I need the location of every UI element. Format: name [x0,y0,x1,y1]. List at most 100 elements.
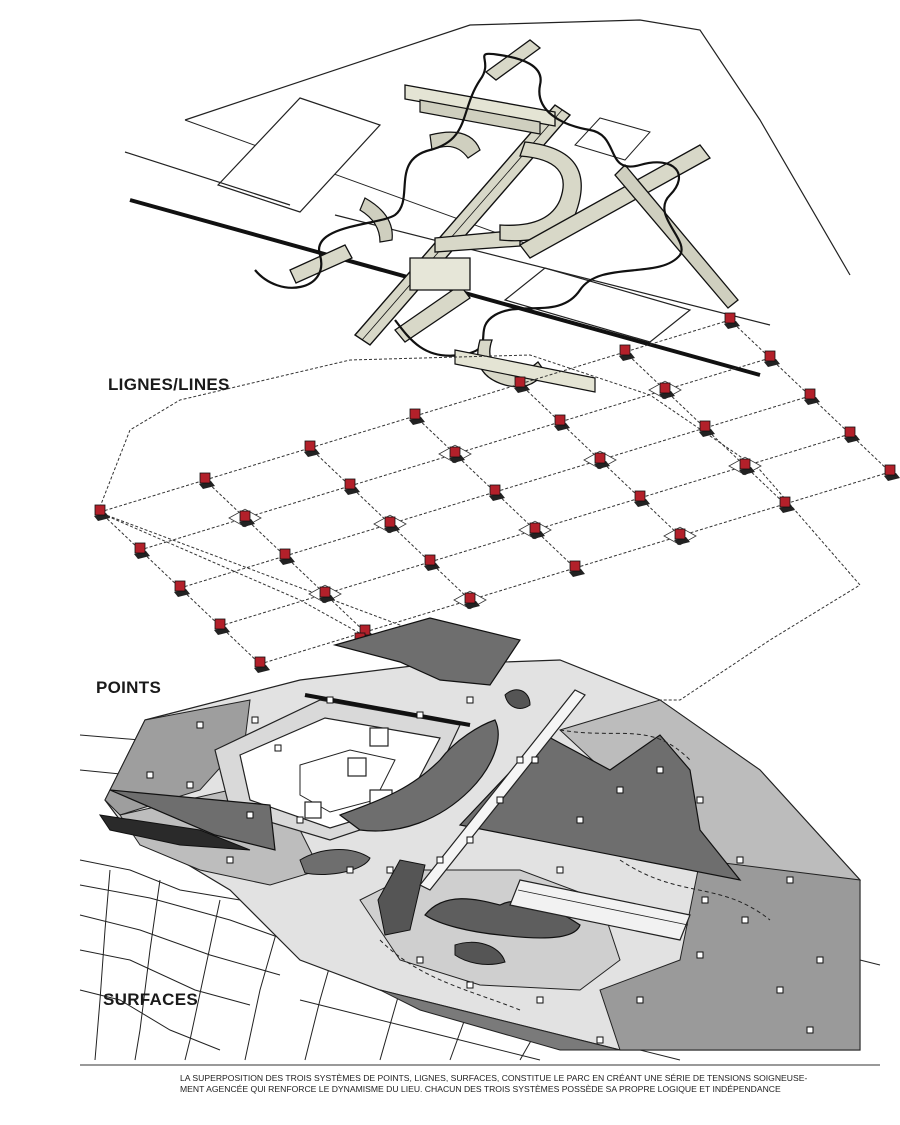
surface-folly-marker [416,711,424,719]
surfaces-path-2 [379,939,521,1011]
surfaces-block-1 [369,727,389,747]
surfaces-alley [419,689,586,891]
surfaces-dark-top [332,617,521,686]
lines-thin-1 [124,151,291,206]
folly [554,414,570,431]
surfaces-path-1 [559,729,691,761]
points-layer [94,312,900,701]
points-follies [94,312,900,699]
surfaces-path-3 [619,859,771,921]
lines-rect-top [574,117,651,161]
folly [674,528,690,545]
lines-rect-left [216,97,382,213]
surface-folly-marker [516,756,524,764]
surfaces-block-2 [347,757,367,777]
surface-folly-marker [466,696,474,704]
surface-folly-marker [596,1036,604,1044]
folly [884,464,900,481]
folly [304,440,320,457]
folly [279,548,295,565]
folly [199,472,215,489]
folly [699,420,715,437]
surfaces-light-strip [509,879,691,941]
folly [514,376,530,393]
folly [239,510,255,527]
surface-folly-marker [246,811,254,819]
folly [344,478,360,495]
surface-folly-marker [536,996,544,1004]
surfaces-dark-strip [377,859,426,936]
surface-folly-marker [296,816,304,824]
lines-site-outline [184,19,851,276]
lines-bar-b [419,99,541,135]
surfaces-dark-curve-center [338,719,499,832]
folly [384,516,400,533]
folly [659,382,675,399]
surfaces-zone-bottom [379,989,621,1051]
folly [449,446,465,463]
surface-folly-marker [326,696,334,704]
surface-folly-marker [436,856,444,864]
folly [594,452,610,469]
surface-folly-marker [696,951,704,959]
surface-folly-marker [466,836,474,844]
surface-folly-marker [416,956,424,964]
lines-bar-c [484,39,542,81]
surfaces-dark-sliver [98,814,251,851]
lines-promenade [254,52,683,357]
surface-folly-marker [736,856,744,864]
caption: LA SUPERPOSITION DES TROIS SYSTÈMES DE P… [180,1073,807,1095]
surface-folly-marker [556,866,564,874]
folly [319,586,335,603]
lines-curve-arc [499,141,582,242]
surface-folly-marker [576,816,584,824]
surfaces-folly-markers [146,696,824,1044]
label-points: POINTS [96,678,162,697]
surface-folly-marker [786,876,794,884]
surfaces-dark-triangle-right [458,734,742,881]
surface-folly-marker [776,986,784,994]
folly [779,496,795,513]
lines-bar-f [409,257,471,291]
surface-folly-marker [531,756,539,764]
surface-folly-marker [696,796,704,804]
surface-folly-marker [496,796,504,804]
surface-folly-marker [741,916,749,924]
surface-folly-marker [274,744,282,752]
surface-folly-marker [196,721,204,729]
folly [529,522,545,539]
surface-folly-marker [226,856,234,864]
folly [569,560,585,577]
surface-folly-marker [346,866,354,874]
lines-thin-2 [334,214,771,326]
folly [254,656,270,673]
surfaces-dark-blob-4 [504,689,531,709]
surface-folly-marker [616,786,624,794]
folly [174,580,190,597]
caption-line-2: MENT AGENCÉE QUI RENFORCE LE DYNAMISME D… [180,1084,781,1094]
folly [844,426,860,443]
folly [489,484,505,501]
folly [619,344,635,361]
surfaces-dark-blob-3 [454,941,506,965]
label-surfaces: SURFACES [103,990,198,1009]
surface-folly-marker [701,896,709,904]
folly [134,542,150,559]
points-outline [97,354,861,701]
folly [464,592,480,609]
surface-folly-marker [466,981,474,989]
surface-folly-marker [636,996,644,1004]
folly [739,458,755,475]
lines-layer [124,19,851,393]
surface-folly-marker [146,771,154,779]
folly [764,350,780,367]
label-lines: LIGNES/LINES [108,375,230,394]
folly [94,504,110,521]
lines-bar-e [394,284,471,343]
surface-folly-marker [806,1026,814,1034]
lines-lower-bar [454,349,596,393]
surface-folly-marker [251,716,259,724]
surfaces-block-3 [304,801,322,819]
